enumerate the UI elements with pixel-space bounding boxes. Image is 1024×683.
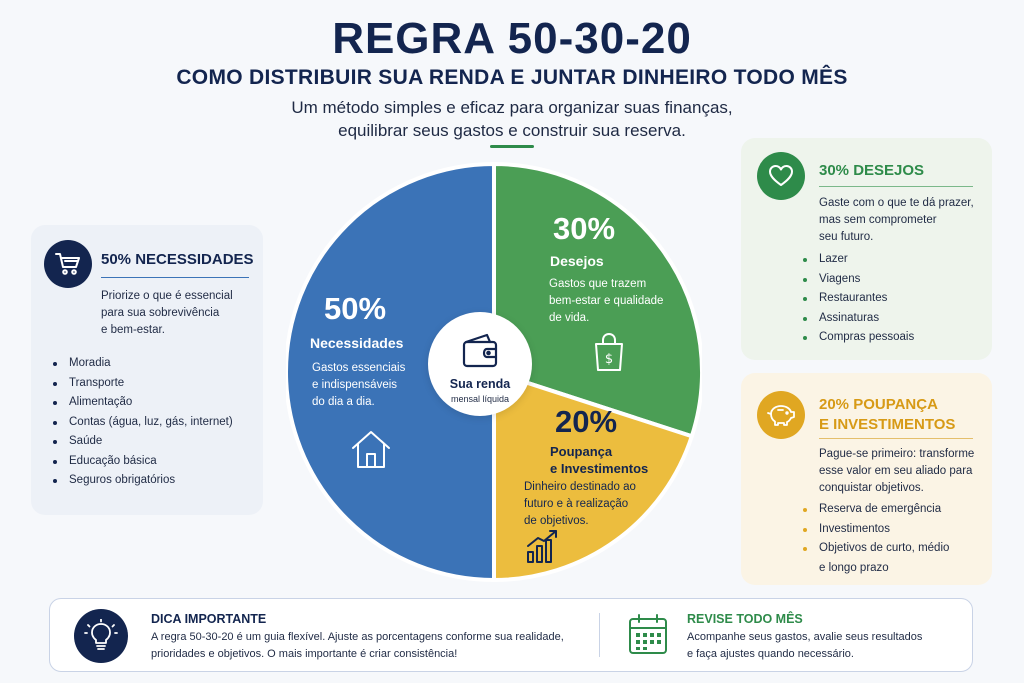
center-title: Sua renda: [449, 377, 511, 391]
pie-poupanca-label: Poupança e Investimentos: [550, 443, 648, 477]
list-item: Reserva de emergência: [803, 500, 949, 520]
desc-line: de objetivos.: [524, 515, 589, 527]
desc-line: Gastos que trazem: [549, 278, 647, 290]
card-desejos-title: 30% DESEJOS: [819, 162, 925, 179]
pie-poupanca-pct: 20%: [555, 404, 618, 439]
list-item: Moradia: [53, 354, 233, 374]
desc-line: e indispensáveis: [312, 379, 398, 391]
center-income-circle: Sua renda mensal líquida: [428, 312, 532, 416]
intro-line-1: Um método simples e eficaz para organiza…: [291, 98, 733, 117]
list-item: e longo prazo: [819, 561, 889, 574]
pie-slice-desejos: [492, 162, 702, 439]
list-item: Objetivos de curto, médio: [803, 539, 949, 559]
card-desejos-list: Lazer Viagens Restaurantes Assinaturas C…: [803, 250, 914, 348]
desc-line: Priorize o que é essencial: [101, 290, 233, 302]
lightbulb-icon: [74, 609, 128, 663]
card-poupanca-title: 20% POUPANÇA E INVESTIMENTOS: [819, 395, 955, 435]
header-divider: [490, 145, 534, 148]
shopping-bag-icon: $: [592, 332, 626, 377]
pie-necessidades-desc: Gastos essenciais e indispensáveis do di…: [312, 360, 405, 411]
card-necessidades-desc: Priorize o que é essencial para sua sobr…: [101, 288, 233, 339]
card-desejos: 30% DESEJOS Gaste com o que te dá prazer…: [741, 138, 992, 360]
pie-poupanca-desc: Dinheiro destinado ao futuro e à realiza…: [524, 479, 636, 530]
desc-line: do dia a dia.: [312, 396, 375, 408]
desc-line: esse valor em seu aliado para: [819, 465, 973, 477]
card-necessidades: 50% NECESSIDADES Priorize o que é essenc…: [31, 225, 263, 515]
calendar-icon: [627, 613, 669, 662]
desc-line: de vida.: [549, 312, 590, 324]
list-item: Seguros obrigatórios: [53, 471, 233, 491]
page-title: REGRA 50-30-20: [332, 14, 692, 63]
desc-line: bem-estar e qualidade: [549, 295, 664, 307]
desc-line: mas sem comprometer: [819, 214, 937, 226]
card-desejos-desc: Gaste com o que te dá prazer, mas sem co…: [819, 195, 974, 246]
desc-line: seu futuro.: [819, 231, 874, 243]
desc-line: para sua sobrevivência: [101, 307, 220, 319]
list-item: Assinaturas: [803, 309, 914, 329]
list-item: Saúde: [53, 432, 233, 452]
review-line-1: Acompanhe seus gastos, avalie seus resul…: [687, 631, 923, 643]
desc-line: Gastos essenciais: [312, 362, 406, 374]
piggy-bank-icon: [757, 391, 805, 439]
svg-text:$: $: [605, 352, 613, 367]
tip-line-1: A regra 50-30-20 é um guia flexível. Aju…: [151, 631, 564, 643]
pie-necessidades-pct: 50%: [324, 291, 387, 326]
list-item: Transporte: [53, 374, 233, 394]
shopping-cart-icon: [44, 240, 92, 288]
tip-line-2: prioridades e objetivos. O mais importan…: [151, 648, 458, 660]
tip-text: A regra 50-30-20 é um guia flexível. Aju…: [151, 629, 564, 663]
desc-line: Pague-se primeiro: transforme: [819, 448, 975, 460]
wallet-icon: [461, 332, 501, 375]
card-poupanca: 20% POUPANÇA E INVESTIMENTOS Pague-se pr…: [741, 373, 992, 585]
label-line: e Investimentos: [550, 461, 649, 476]
card-necessidades-list: Moradia Transporte Alimentação Contas (á…: [53, 354, 233, 491]
card-poupanca-desc: Pague-se primeiro: transforme esse valor…: [819, 446, 974, 497]
intro-line-2: equilibrar seus gastos e construir sua r…: [338, 121, 686, 140]
review-line-2: e faça ajustes quando necessário.: [687, 648, 854, 660]
review-title: REVISE TODO MÊS: [687, 612, 803, 626]
card-poupanca-list: Reserva de emergência Investimentos Obje…: [803, 500, 949, 578]
review-text: Acompanhe seus gastos, avalie seus resul…: [687, 629, 922, 663]
pie-necessidades-label: Necessidades: [310, 335, 404, 351]
page-subtitle: COMO DISTRIBUIR SUA RENDA E JUNTAR DINHE…: [176, 66, 848, 89]
list-item: Investimentos: [803, 520, 949, 540]
card-poupanca-rule: [819, 438, 973, 439]
card-necessidades-title: 50% NECESSIDADES: [101, 251, 254, 268]
intro-text: Um método simples e eficaz para organiza…: [0, 96, 1024, 142]
title-line-2: E INVESTIMENTOS: [819, 416, 956, 433]
list-item: Lazer: [803, 250, 914, 270]
bottom-info-bar: DICA IMPORTANTE A regra 50-30-20 é um gu…: [49, 598, 973, 672]
desc-line: e bem-estar.: [101, 324, 165, 336]
card-necessidades-rule: [101, 277, 249, 278]
card-desejos-rule: [819, 186, 973, 187]
pie-desejos-label: Desejos: [550, 253, 604, 269]
desc-line: Gaste com o que te dá prazer,: [819, 197, 974, 209]
center-subtitle: mensal líquida: [450, 394, 510, 404]
bottom-divider: [599, 613, 600, 657]
pie-slice-necessidades: [286, 162, 496, 582]
list-item: Contas (água, luz, gás, internet): [53, 413, 233, 433]
list-item: Educação básica: [53, 452, 233, 472]
pie-slice-poupanca: [492, 370, 694, 582]
title-line-1: 20% POUPANÇA: [819, 396, 938, 413]
tip-title: DICA IMPORTANTE: [151, 612, 267, 626]
desc-line: Dinheiro destinado ao: [524, 481, 636, 493]
heart-icon: [757, 152, 805, 200]
pie-desejos-desc: Gastos que trazem bem-estar e qualidade …: [549, 276, 663, 327]
desc-line: conquistar objetivos.: [819, 482, 924, 494]
label-line: Poupança: [550, 444, 613, 459]
list-item: Compras pessoais: [803, 328, 914, 348]
pie-chart: [286, 162, 702, 582]
desc-line: futuro e à realização: [524, 498, 629, 510]
list-item: Viagens: [803, 270, 914, 290]
list-item: Restaurantes: [803, 289, 914, 309]
house-icon: [350, 428, 392, 475]
list-item: Alimentação: [53, 393, 233, 413]
growth-chart-icon: [525, 528, 561, 569]
pie-desejos-pct: 30%: [553, 211, 616, 246]
